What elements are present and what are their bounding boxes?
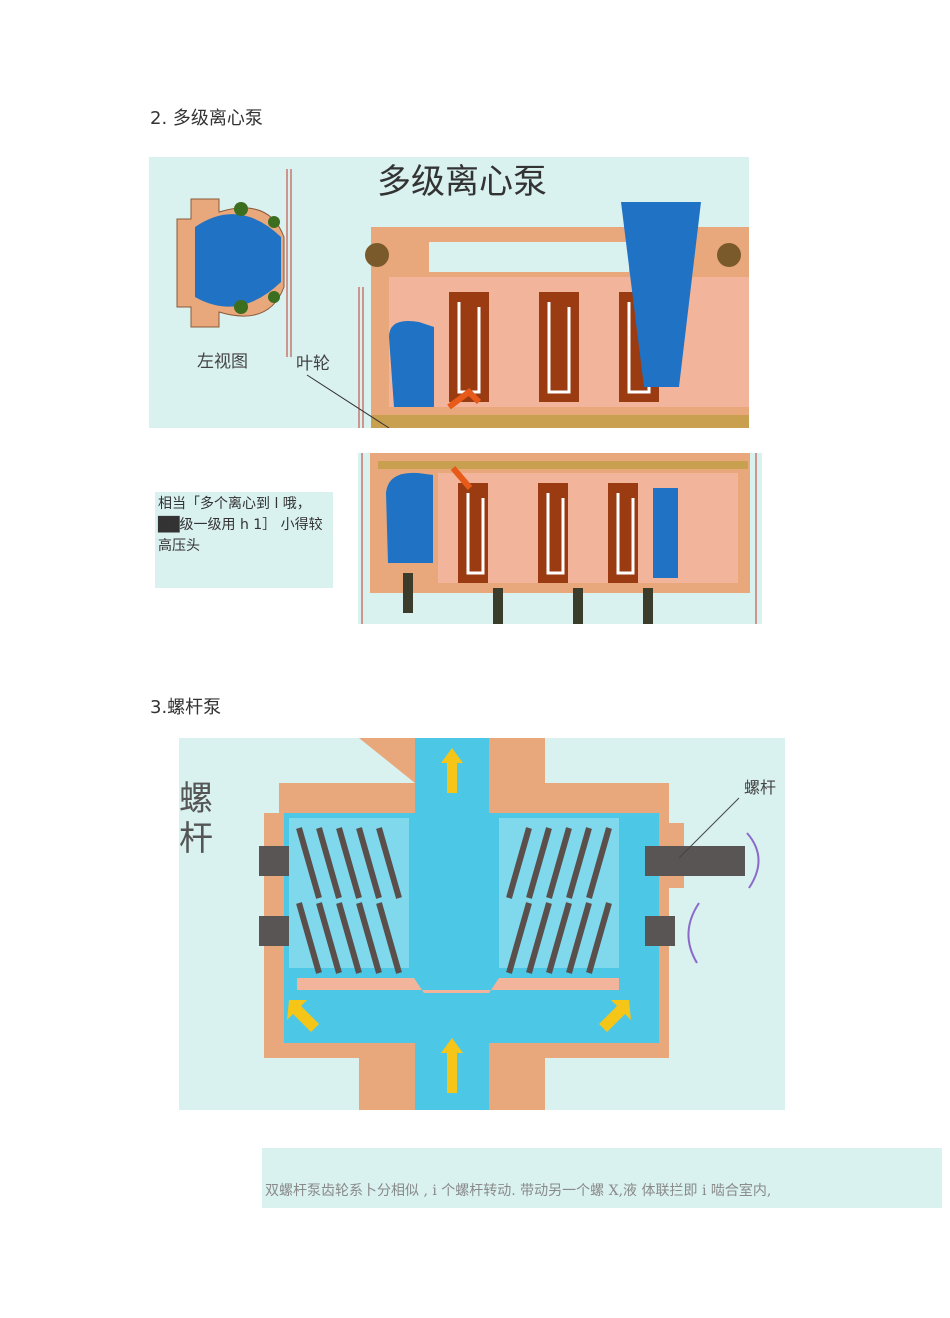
screw-side-label-top: 螺 bbox=[179, 779, 213, 819]
multistage-pump-diagram-upper: 左视图 叶轮 多级离心泵 bbox=[149, 157, 749, 428]
inlet-arrow-icon bbox=[441, 1038, 463, 1093]
left-view-label: 左视图 bbox=[197, 352, 248, 372]
rotation-top-icon bbox=[746, 832, 760, 889]
outlet-arrow-icon bbox=[441, 748, 463, 793]
left-view-drawing bbox=[176, 198, 285, 328]
screw-side-label-bottom: 杆 bbox=[179, 819, 213, 859]
screw-label: 螺杆 bbox=[744, 778, 776, 797]
multistage-pump-diagram-lower bbox=[358, 453, 762, 624]
pump-body-upper bbox=[365, 202, 749, 428]
figure-title: 多级离心泵 bbox=[377, 162, 547, 202]
section-heading-multistage: 2. 多级离心泵 bbox=[150, 108, 263, 129]
screw-caption: 双螺杆泵齿轮系卜分相似 , i 个螺杆转动. 带动另一个螺 X,液 体联拦即 i… bbox=[262, 1148, 942, 1208]
section-heading-screw: 3.螺杆泵 bbox=[150, 697, 222, 718]
screw-pump-diagram: 螺 杆 螺杆 bbox=[179, 738, 785, 1110]
impeller-label: 叶轮 bbox=[296, 354, 330, 374]
inlet-left-arrow-icon bbox=[287, 1000, 319, 1032]
screw-caption-text: 双螺杆泵齿轮系卜分相似 , i 个螺杆转动. 带动另一个螺 X,液 体联拦即 i… bbox=[265, 1183, 772, 1199]
multistage-note: 相当「多个离心到 l 哦，██级一级用 h 1］ 小得较高压头 bbox=[155, 492, 333, 588]
inlet-right-arrow-icon bbox=[599, 1000, 631, 1032]
rotation-bottom-icon bbox=[687, 902, 700, 964]
screw-rotors bbox=[289, 818, 619, 974]
